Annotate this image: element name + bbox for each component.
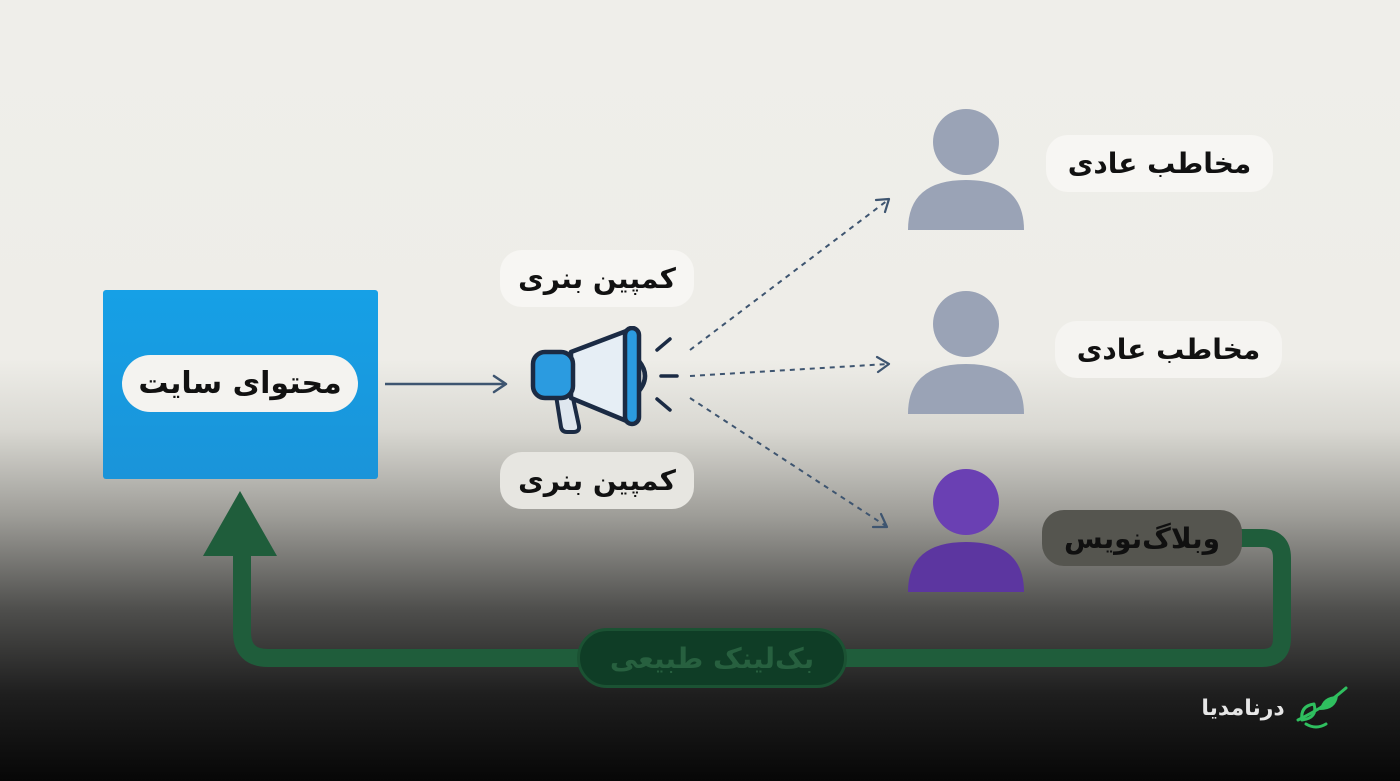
campaign-to-audience-3-arrow <box>689 397 889 529</box>
user-icon <box>908 291 1024 414</box>
campaign-to-audience-2-arrow <box>689 355 891 377</box>
blogger-label: وبلاگ‌نویس <box>1042 510 1242 566</box>
blogger-user-icon <box>908 469 1024 592</box>
brand-name: درنامدیا <box>1201 695 1285 721</box>
megaphone-icon <box>530 326 679 434</box>
site-content-label: محتوای سایت <box>122 355 358 412</box>
audience-label-1: مخاطب عادی <box>1046 135 1273 192</box>
leaf-logo-icon <box>1296 686 1348 729</box>
audience-label-2: مخاطب عادی <box>1055 321 1282 378</box>
backlink-feedback-arrow <box>203 491 1291 667</box>
source-to-campaign-arrow <box>385 374 508 394</box>
campaign-label-bottom: کمپین بنری <box>500 452 694 509</box>
user-icon <box>908 109 1024 230</box>
natural-backlink-label: بک‌لینک طبیعی <box>577 628 847 688</box>
campaign-label-top: کمپین بنری <box>500 250 694 307</box>
campaign-to-audience-1-arrow <box>689 197 891 351</box>
